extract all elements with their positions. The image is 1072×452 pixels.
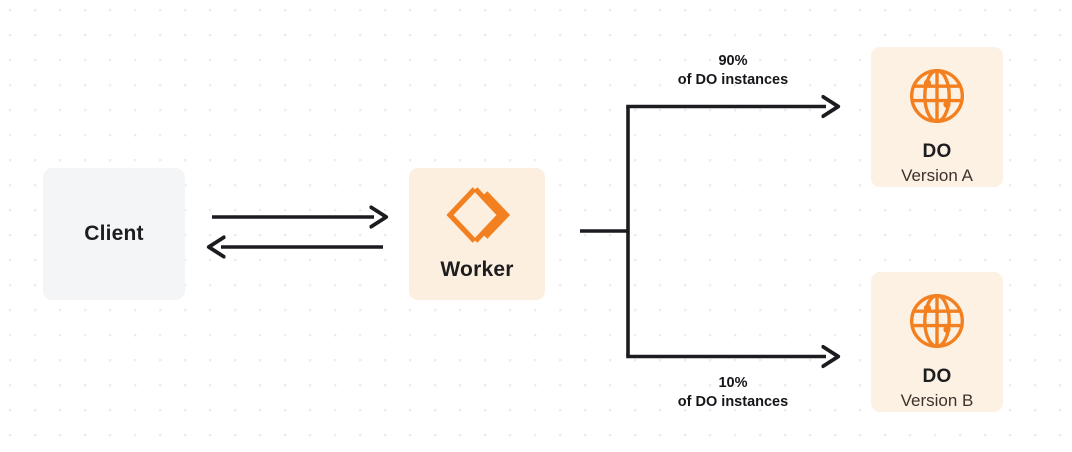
node-do-version-a[interactable]: DO Version A	[871, 47, 1003, 187]
do-a-subtitle: Version A	[901, 166, 973, 185]
edge-worker-split-bus	[580, 107, 630, 356]
edge-label-do-a: 90% of DO instances	[628, 52, 838, 90]
edge-label-do-a-description: of DO instances	[677, 72, 789, 88]
node-do-version-b[interactable]: DO Version B	[871, 272, 1003, 412]
do-a-title: DO	[922, 141, 952, 162]
client-label: Client	[84, 222, 144, 245]
cloudflare-workers-icon	[444, 186, 510, 244]
edge-label-do-b: 10% of DO instances	[628, 374, 838, 412]
edge-label-do-b-percent: 10%	[718, 375, 748, 391]
worker-label: Worker	[440, 258, 514, 281]
edge-label-do-b-description: of DO instances	[677, 394, 789, 410]
node-worker[interactable]: Worker	[409, 168, 545, 300]
do-b-subtitle: Version B	[900, 391, 974, 410]
globe-icon	[908, 67, 966, 125]
node-client[interactable]: Client	[43, 168, 185, 300]
do-b-title: DO	[922, 366, 952, 387]
edge-label-do-a-percent: 90%	[718, 53, 748, 69]
globe-icon	[908, 292, 966, 350]
